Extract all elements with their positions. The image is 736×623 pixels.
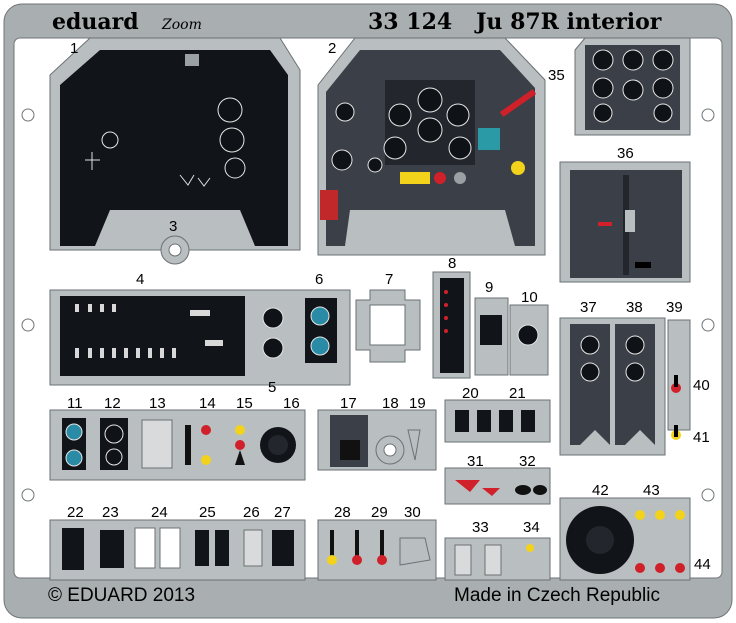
- part-number: 13: [149, 395, 166, 412]
- part-number: 33: [472, 519, 489, 536]
- parts-11-16-fret: [49, 409, 306, 481]
- part-number: 27: [274, 504, 291, 521]
- part-number: 20: [462, 385, 479, 402]
- part-number: 16: [283, 395, 300, 412]
- parts-42-44-fret: [559, 497, 691, 581]
- part-number: 44: [694, 556, 711, 573]
- part-35-gauge-panel: [574, 37, 691, 136]
- part-number: 38: [626, 299, 643, 316]
- parts-22-27-fret: [49, 519, 306, 581]
- brand-name: eduard: [52, 9, 139, 35]
- part-9-plate: [474, 297, 509, 376]
- part-number: 41: [693, 429, 710, 446]
- parts-31-32-fret: [444, 467, 551, 505]
- part-number: 21: [509, 385, 526, 402]
- part-number: 15: [236, 395, 253, 412]
- part-3-ring: [160, 235, 190, 265]
- part-number: 28: [334, 504, 351, 521]
- part-number: 29: [371, 504, 388, 521]
- part-number: 25: [199, 504, 216, 521]
- part-4-switch-panel: [49, 289, 351, 386]
- part-number: 14: [199, 395, 216, 412]
- copyright-notice: © EDUARD 2013: [48, 585, 195, 606]
- part-number: 23: [102, 504, 119, 521]
- part-number: 35: [548, 67, 565, 84]
- part-8-strip: [432, 271, 471, 379]
- part-1-instrument-panel: [49, 37, 301, 251]
- part-number: 17: [340, 395, 357, 412]
- part-number: 1: [70, 40, 78, 57]
- part-number: 9: [485, 279, 493, 296]
- sheet-title: Ju 87R interior: [474, 9, 662, 35]
- part-number: 18: [382, 395, 399, 412]
- parts-17-19-fret: [317, 409, 437, 471]
- part-number: 2: [328, 40, 336, 57]
- part-number: 6: [315, 271, 323, 288]
- part-number: 36: [617, 145, 634, 162]
- part-36-plate: [559, 161, 691, 283]
- part-37-38-panels: [559, 317, 691, 456]
- part-number: 43: [643, 482, 660, 499]
- parts-28-30-fret: [317, 519, 437, 581]
- part-7-cross-plate: [355, 289, 421, 363]
- part-number: 30: [404, 504, 421, 521]
- set-number: 33 124: [368, 9, 452, 35]
- part-number: 40: [693, 377, 710, 394]
- part-number: 32: [519, 453, 536, 470]
- part-number: 34: [523, 519, 540, 536]
- part-number: 19: [409, 395, 426, 412]
- part-number: 12: [104, 395, 121, 412]
- part-2-instrument-panel: [317, 37, 546, 256]
- part-number: 8: [448, 255, 456, 272]
- part-number-labels: 1 2 3 4 5 6 7 8 9 10 11 12 13 14 15 16 1…: [67, 40, 711, 573]
- part-number: 7: [385, 271, 393, 288]
- part-number: 3: [169, 218, 177, 235]
- part-number: 5: [268, 379, 276, 396]
- part-number: 4: [136, 271, 144, 288]
- part-number: 22: [67, 504, 84, 521]
- part-number: 31: [467, 453, 484, 470]
- part-number: 39: [666, 299, 683, 316]
- part-number: 26: [243, 504, 260, 521]
- part-number: 24: [151, 504, 168, 521]
- parts-33-34-fret: [444, 537, 551, 581]
- part-number: 11: [67, 395, 83, 412]
- part-10-plate: [509, 304, 549, 376]
- zoom-logo: Zoom: [161, 17, 202, 33]
- part-number: 42: [592, 482, 609, 499]
- parts-20-21-fret: [444, 399, 551, 443]
- part-number: 37: [580, 299, 597, 316]
- origin-notice: Made in Czech Republic: [454, 585, 660, 606]
- part-number: 10: [521, 289, 538, 306]
